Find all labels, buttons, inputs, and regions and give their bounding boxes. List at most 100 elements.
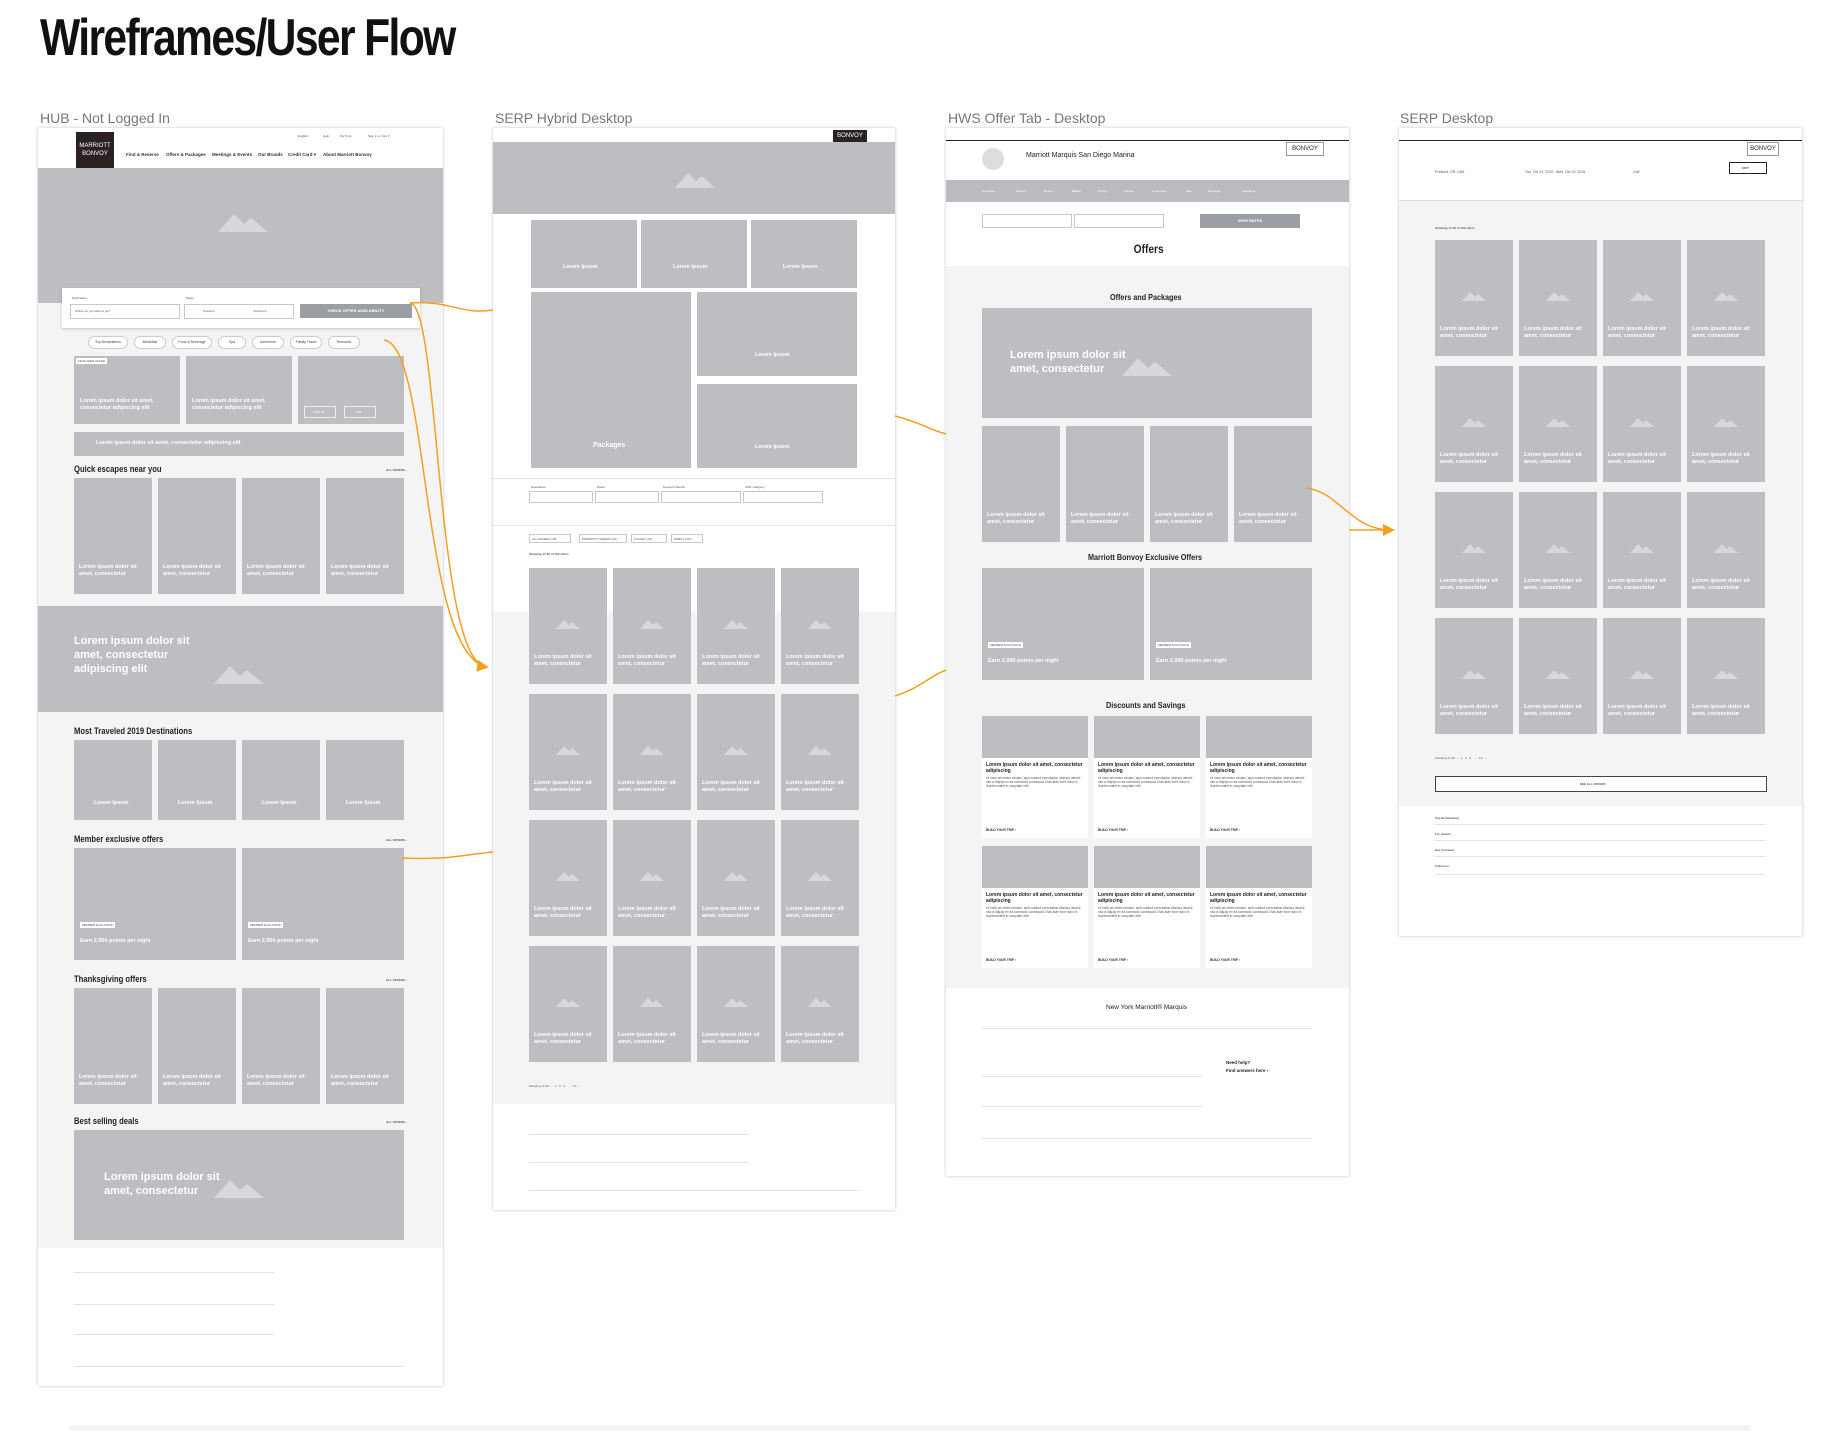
build-trip-link[interactable]: BUILD YOUR TRIP › (1210, 828, 1240, 832)
dest-card-3[interactable]: Lorem Ipsum (242, 740, 320, 820)
chip-top-destinations[interactable]: Top Destinations (88, 336, 128, 349)
hws-tab-rooms[interactable]: Rooms (1044, 189, 1054, 193)
hws-card-3[interactable]: Lorem ipsum dolor sit amet, consectetur (1150, 426, 1228, 542)
hws-find-answers-link[interactable]: Find answers here › (1226, 1068, 1269, 1073)
hybrid-offer-card-10[interactable]: Lorem ipsum dolor sit amet, consectetur (613, 820, 691, 936)
hub-banner[interactable]: Lorem ipsum dolor sit amet, consectetur … (74, 432, 404, 456)
hws-card-1[interactable]: Lorem ipsum dolor sit amet, consectetur (982, 426, 1060, 542)
hybrid-tile-3[interactable]: Lorem Ipsum (751, 220, 857, 288)
serp-offer-card-13[interactable]: Lorem ipsum dolor sit amet, consectetur (1435, 618, 1513, 734)
serp-offer-card-6[interactable]: Lorem ipsum dolor sit amet, consectetur (1519, 366, 1597, 482)
hybrid-offer-card-9[interactable]: Lorem ipsum dolor sit amet, consectetur (529, 820, 607, 936)
check-availability-button[interactable]: CHECK OFFER AVAILABILITY (300, 304, 412, 318)
quick-all-offers-link[interactable]: ALL OFFERS › (386, 468, 407, 472)
nav-meetings[interactable]: Meetings & Events (212, 152, 253, 157)
quick-card-2[interactable]: Lorem ipsum dolor sit amet, consectetur (158, 478, 236, 594)
serp-footer-company[interactable]: Our Company (1435, 848, 1455, 852)
best-all-offers-link[interactable]: ALL OFFERS › (386, 1120, 407, 1124)
nav-about[interactable]: About Marriott Bonvoy (323, 152, 372, 157)
hybrid-offer-card-7[interactable]: Lorem ipsum dolor sit amet, consectetur (697, 694, 775, 810)
dest-card-2[interactable]: Lorem Ipsum (158, 740, 236, 820)
util-signin[interactable]: Sign in or Join ▾ (368, 134, 390, 138)
dates-input[interactable]: Check-in Check-out (184, 304, 294, 319)
thanks-card-1[interactable]: Lorem ipsum dolor sit amet, consectetur (74, 988, 152, 1104)
hws-tab-overview[interactable]: Overview (982, 189, 995, 193)
nav-find-reserve[interactable]: Find & Reserve (126, 152, 159, 157)
chip-family-travel[interactable]: Family Travel (290, 336, 322, 349)
member-all-offers-link[interactable]: ALL OFFERS › (386, 838, 407, 842)
hws-card-2[interactable]: Lorem ipsum dolor sit amet, consectetur (1066, 426, 1144, 542)
util-help[interactable]: Help (323, 134, 330, 138)
thanks-all-offers-link[interactable]: ALL OFFERS › (386, 978, 407, 982)
hws-guests-input[interactable] (1074, 214, 1164, 228)
view-rates-button[interactable]: VIEW RATES (1200, 214, 1300, 228)
member-card-1[interactable]: MEMBER EXCLUSIVE Earn 2,000 points per n… (74, 848, 236, 960)
see-all-offers-button[interactable]: SEE ALL OFFERS (1435, 776, 1767, 792)
serp-offer-card-9[interactable]: Lorem ipsum dolor sit amet, consectetur (1435, 492, 1513, 608)
serp-offer-card-7[interactable]: Lorem ipsum dolor sit amet, consectetur (1603, 366, 1681, 482)
sign-in-button[interactable]: SIGN IN (304, 406, 336, 418)
serp-footer-guests[interactable]: For Guests (1435, 832, 1451, 836)
serp-offer-card-11[interactable]: Lorem ipsum dolor sit amet, consectetur (1603, 492, 1681, 608)
nav-brands[interactable]: Our Brands (258, 152, 283, 157)
hybrid-offer-card-6[interactable]: Lorem ipsum dolor sit amet, consectetur (613, 694, 691, 810)
hws-tab-dining[interactable]: Dining (1098, 189, 1107, 193)
chip-breakfast[interactable]: Breakfast (134, 336, 166, 349)
thanks-card-4[interactable]: Lorem ipsum dolor sit amet, consectetur (326, 988, 404, 1104)
hws-member-card-1[interactable]: MEMBER EXCLUSIVE Earn 2,000 points per n… (982, 568, 1144, 680)
serp-offer-card-2[interactable]: Lorem ipsum dolor sit amet, consectetur (1519, 240, 1597, 356)
util-language[interactable]: English (298, 134, 308, 138)
nav-credit-card[interactable]: Credit Card ▾ (288, 152, 317, 157)
quick-card-1[interactable]: Lorem ipsum dolor sit amet, consectetur (74, 478, 152, 594)
chip-food-beverage[interactable]: Food & Beverage (172, 336, 212, 349)
discount-card-1[interactable]: Lorem ipsum dolor sit amet, consectetur … (982, 716, 1088, 838)
hybrid-tile-5[interactable]: Lorem Ipsum (697, 384, 857, 468)
build-trip-link[interactable]: BUILD YOUR TRIP › (986, 958, 1016, 962)
filter-category-select[interactable] (743, 491, 823, 503)
chip-spa[interactable]: Spa (218, 336, 246, 349)
build-trip-link[interactable]: BUILD YOUR TRIP › (1098, 828, 1128, 832)
hws-tab-local[interactable]: Local Area (1152, 189, 1167, 193)
quick-card-4[interactable]: Lorem ipsum dolor sit amet, consectetur (326, 478, 404, 594)
packages-tile[interactable]: Packages (531, 292, 691, 468)
hws-tab-weddings[interactable]: Weddings (1242, 189, 1256, 193)
tag-family-fun[interactable]: FAMILY FUN (671, 534, 703, 543)
tag-marriott-offers[interactable]: MARRIOTT OFFERS (43) (579, 534, 627, 543)
featured-card-2[interactable]: Lorem ipsum dolor sit amet, consectetur … (186, 356, 292, 424)
hybrid-tile-1[interactable]: Lorem Ipsum (531, 220, 637, 288)
serp-offer-card-5[interactable]: Lorem ipsum dolor sit amet, consectetur (1435, 366, 1513, 482)
build-trip-link[interactable]: BUILD YOUR TRIP › (1098, 958, 1128, 962)
hws-member-card-2[interactable]: MEMBER EXCLUSIVE Earn 2,000 points per n… (1150, 568, 1312, 680)
hybrid-offer-card-1[interactable]: Lorem ipsum dolor sit amet, consectetur (529, 568, 607, 684)
serp-offer-card-14[interactable]: Lorem ipsum dolor sit amet, consectetur (1519, 618, 1597, 734)
serp-offer-card-16[interactable]: Lorem ipsum dolor sit amet, consectetur (1687, 618, 1765, 734)
hws-tab-map[interactable]: Map (1186, 189, 1192, 193)
filter-dates-input[interactable] (595, 491, 659, 503)
thanks-card-3[interactable]: Lorem ipsum dolor sit amet, consectetur (242, 988, 320, 1104)
util-trips[interactable]: My Trips (340, 134, 352, 138)
featured-card-1[interactable]: FEATURED OFFER Lorem ipsum dolor sit ame… (74, 356, 180, 424)
serp-edit-button[interactable]: EDIT (1729, 162, 1767, 174)
tag-luxury[interactable]: LUXURY (41) (631, 534, 667, 543)
bonvoy-logo-small[interactable]: BONVOY (833, 130, 867, 142)
hws-card-4[interactable]: Lorem ipsum dolor sit amet, consectetur (1234, 426, 1312, 542)
hybrid-offer-card-11[interactable]: Lorem ipsum dolor sit amet, consectetur (697, 820, 775, 936)
hybrid-tile-2[interactable]: Lorem Ipsum (641, 220, 747, 288)
destination-input[interactable]: Where do you want to go? (70, 304, 180, 319)
hws-packages-hero[interactable]: Lorem ipsum dolor sit amet, consectetur (982, 308, 1312, 418)
hws-bonvoy-logo[interactable]: BONVOY (1286, 142, 1324, 156)
hybrid-offer-card-13[interactable]: Lorem ipsum dolor sit amet, consectetur (529, 946, 607, 1062)
hybrid-offer-card-4[interactable]: Lorem ipsum dolor sit amet, consectetur (781, 568, 859, 684)
serp-footer-destinations[interactable]: Top Destinations (1435, 816, 1460, 820)
tag-all-offers[interactable]: ALL OFFERS (48) (529, 534, 571, 543)
hybrid-offer-card-8[interactable]: Lorem ipsum dolor sit amet, consectetur (781, 694, 859, 810)
serp-offer-card-8[interactable]: Lorem ipsum dolor sit amet, consectetur (1687, 366, 1765, 482)
discount-card-3[interactable]: Lorem ipsum dolor sit amet, consectetur … (1206, 716, 1312, 838)
build-trip-link[interactable]: BUILD YOUR TRIP › (986, 828, 1016, 832)
hybrid-offer-card-12[interactable]: Lorem ipsum dolor sit amet, consectetur (781, 820, 859, 936)
thanks-card-2[interactable]: Lorem ipsum dolor sit amet, consectetur (158, 988, 236, 1104)
hybrid-offer-card-15[interactable]: Lorem ipsum dolor sit amet, consectetur (697, 946, 775, 1062)
serp-offer-card-15[interactable]: Lorem ipsum dolor sit amet, consectetur (1603, 618, 1681, 734)
join-button[interactable]: JOIN (344, 406, 376, 418)
hybrid-offer-card-2[interactable]: Lorem ipsum dolor sit amet, consectetur (613, 568, 691, 684)
